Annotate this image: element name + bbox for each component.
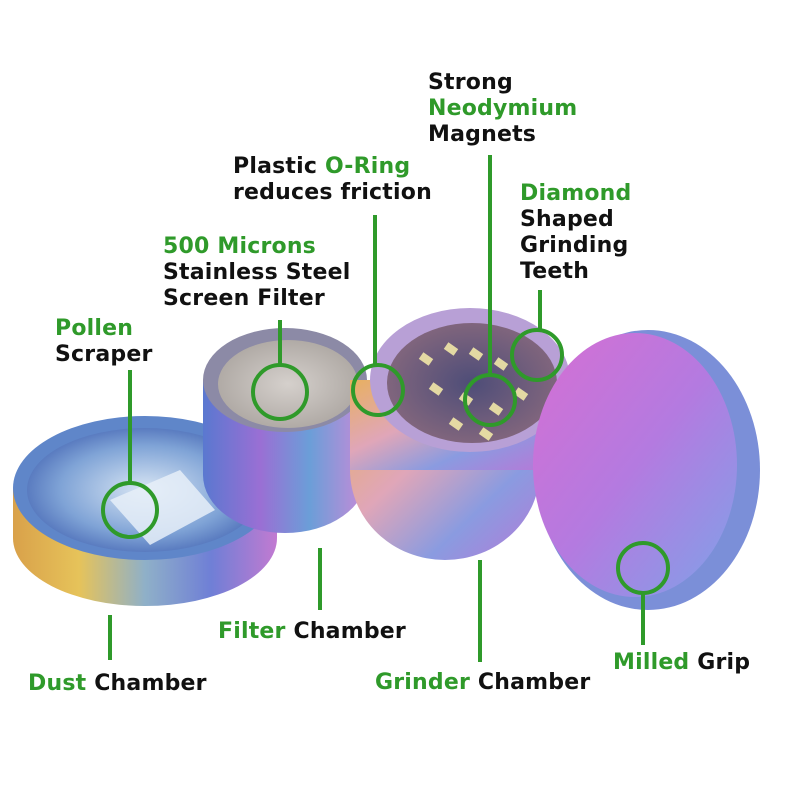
grip-label: Milled Grip xyxy=(613,650,750,676)
grip-highlight: Milled xyxy=(613,650,690,675)
scraper-line1: Pollen xyxy=(55,316,134,341)
teeth-line1: Diamond xyxy=(520,181,632,206)
dust-chamber-label: Dust Chamber xyxy=(28,671,207,697)
scraper-label: Pollen Scraper xyxy=(55,316,153,368)
oring-line2: reduces friction xyxy=(233,180,432,205)
screen-line2: Stainless Steel xyxy=(163,260,351,285)
teeth-line4: Teeth xyxy=(520,259,590,284)
magnets-line2: Neodymium xyxy=(428,96,578,121)
oring-callout-circle xyxy=(351,363,405,417)
filter-chamber-highlight: Filter xyxy=(218,619,286,644)
screen-line3: Screen Filter xyxy=(163,286,325,311)
oring-label: Plastic O-Ring reduces friction xyxy=(233,154,432,206)
magnets-line3: Magnets xyxy=(428,122,537,147)
dust-chamber-highlight: Dust xyxy=(28,671,87,696)
magnets-label: Strong Neodymium Magnets xyxy=(428,70,577,148)
teeth-callout-circle xyxy=(510,328,564,382)
filter-chamber-text: Chamber xyxy=(285,619,406,644)
dust-chamber-text: Chamber xyxy=(86,671,207,696)
oring-line1: Plastic O-Ring xyxy=(233,154,432,180)
scraper-line2: Scraper xyxy=(55,342,153,367)
screen-label: 500 Microns Stainless Steel Screen Filte… xyxy=(163,234,350,312)
grinder-chamber-highlight: Grinder xyxy=(375,670,471,695)
magnets-callout-circle xyxy=(463,373,517,427)
lid-piece xyxy=(533,330,760,610)
grinder-chamber-text: Chamber xyxy=(470,670,591,695)
filter-chamber-label: Filter Chamber xyxy=(218,619,406,645)
teeth-line3: Grinding xyxy=(520,233,629,258)
grip-text: Grip xyxy=(689,650,751,675)
oring-line1-text: Plastic xyxy=(233,154,325,179)
screen-line1: 500 Microns xyxy=(163,234,316,259)
teeth-label: Diamond Shaped Grinding Teeth xyxy=(520,181,632,285)
teeth-line2: Shaped xyxy=(520,207,614,232)
magnets-line1: Strong xyxy=(428,70,513,95)
scraper-callout-circle xyxy=(101,481,159,539)
screen-callout-circle xyxy=(251,363,309,421)
oring-line1-highlight: O-Ring xyxy=(324,154,411,179)
grinder-chamber-label: Grinder Chamber xyxy=(375,670,590,696)
filter-chamber-piece xyxy=(203,328,367,533)
